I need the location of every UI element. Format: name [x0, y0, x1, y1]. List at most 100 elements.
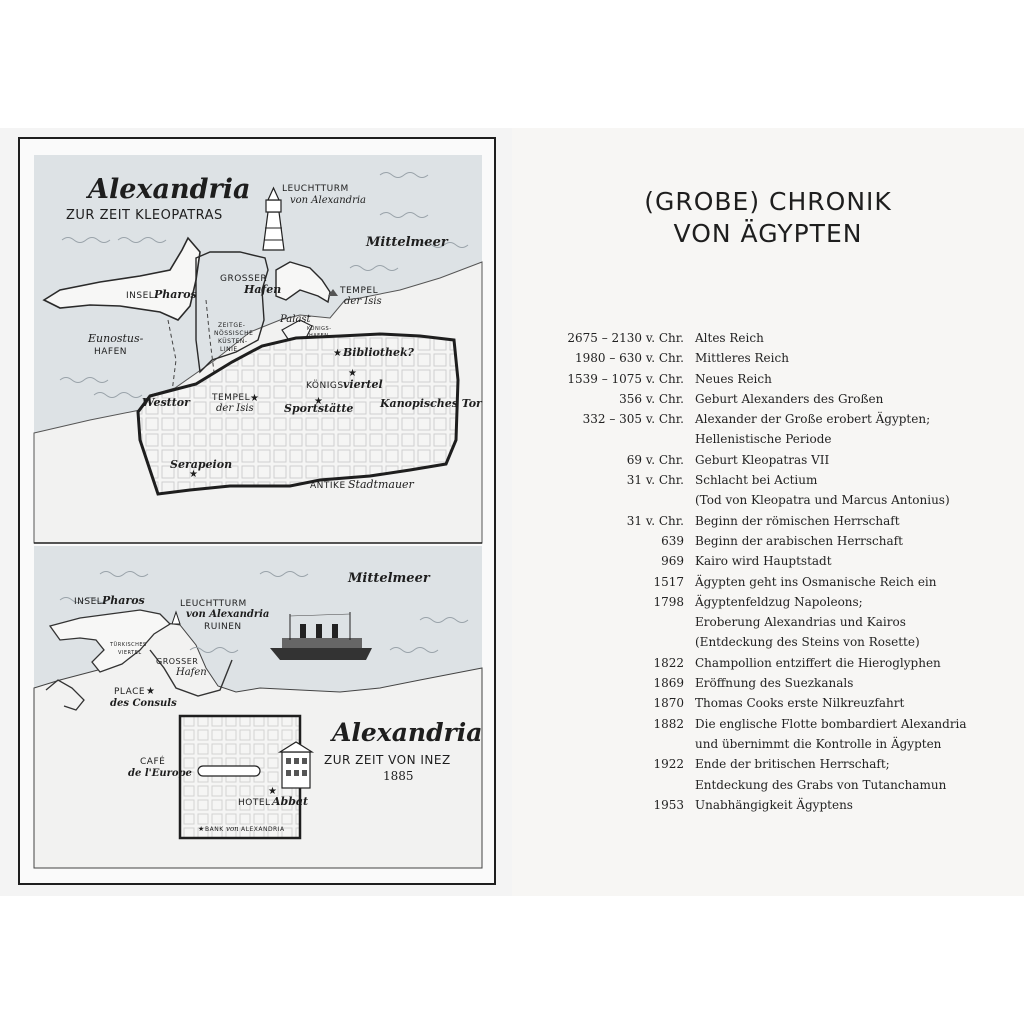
row-date: 1882	[653, 716, 684, 731]
row-date: 1798	[653, 594, 684, 609]
map1-westtor: Westtor	[142, 396, 191, 409]
map2-harbor-coast	[149, 649, 233, 697]
map2-title: Alexandria	[330, 718, 482, 747]
map1-lighthouse-icon	[262, 186, 285, 251]
row-date: 69 v. Chr.	[626, 452, 684, 467]
map1-star-koenigsviertel: ★	[348, 368, 357, 379]
map1-tempel-caps: TEMPEL	[339, 286, 378, 296]
chronicle-title: (GROBE) CHRONIK VON ÄGYPTEN	[512, 186, 1024, 250]
map1-isis2-script: der Isis	[216, 403, 254, 414]
map1-koenigshafen-2: HAFEN	[309, 333, 328, 339]
chronicle-row: 31 v. Chr.Beginn der römischen Herrschaf…	[560, 511, 960, 531]
row-date: 332 – 305 v. Chr.	[582, 412, 684, 427]
chronicle-row: 1869 Eröffnung des Suezkanals	[560, 673, 960, 693]
map1-kanopisches-tor: Kanopisches Tor	[379, 397, 483, 410]
map2-abbat-script: Abbat	[271, 795, 308, 808]
map2-lighthouse-ruins-icon	[171, 610, 181, 625]
map2-bank-caps-1: BANK	[205, 826, 224, 833]
map1-koenigsviertel-script: viertel	[343, 378, 383, 391]
map1-star-serapeion: ★	[189, 469, 198, 480]
map-inez: ★ ★	[33, 546, 483, 869]
row-event: Entdeckung des Grabs von Tutanchamun	[695, 777, 947, 792]
map1-eunostus-caps: HAFEN	[94, 347, 127, 357]
map2-hotel-caps: HOTEL	[238, 798, 271, 808]
map2-tuerkisches-2: VIERTEL	[118, 650, 142, 656]
map2-star-place: ★	[146, 686, 155, 697]
row-event: Ägypten geht ins Osmanische Reich ein	[695, 574, 937, 589]
chronicle-row: 1980 – 630 v. Chr.Mittleres Reich	[560, 348, 960, 368]
map1-hafen-script: Hafen	[243, 283, 281, 296]
map2-insel-script: Pharos	[101, 594, 145, 607]
map2-subtitle: ZUR ZEIT VON INEZ	[324, 753, 451, 767]
map1-insel-caps: INSEL	[126, 291, 154, 301]
map1-kuestenlinie-3: KÜSTEN-	[218, 338, 248, 345]
chronicle-row: 1517 Ägypten geht ins Osmanische Reich ei…	[560, 572, 960, 592]
right-page	[512, 128, 1024, 896]
map1-star-tempel: ★	[250, 393, 259, 404]
map2-europe-script: de l'Europe	[128, 768, 192, 779]
row-event: (Entdeckung des Steins von Rosette)	[695, 635, 920, 650]
row-event: Champollion entziffert die Hieroglyphen	[695, 655, 941, 670]
row-date: 31 v. Chr.	[626, 473, 684, 488]
chronicle-row: 1539 – 1075 v. Chr.Neues Reich	[560, 369, 960, 389]
row-date: 969	[661, 554, 684, 569]
map2-cafe-caps: CAFÉ	[140, 755, 165, 767]
row-event: Schlacht bei Actium	[695, 473, 818, 488]
hotel-building-icon	[277, 741, 315, 789]
map1-star-bibliothek: ★	[333, 348, 342, 359]
chronicle-row: (Entdeckung des Steins von Rosette)	[560, 632, 960, 652]
map1-isis-marker	[328, 289, 338, 296]
row-event: Alexander der Große erobert Ägypten;	[695, 412, 931, 427]
chronicle-title-line1: (GROBE) CHRONIK	[644, 187, 892, 216]
map2-leuchtturm-script: von Alexandria	[186, 609, 269, 620]
map2-place-caps: PLACE	[114, 687, 145, 697]
map1-palast: Palast	[279, 314, 312, 325]
row-event: Beginn der arabischen Herrschaft	[695, 533, 903, 548]
map2-ruinen: RUINEN	[204, 622, 242, 632]
row-event: Unabhängigkeit Ägyptens	[695, 797, 853, 812]
map1-stadtmauer-script: Stadtmauer	[348, 478, 415, 491]
map1-bibliothek: Bibliothek?	[342, 346, 415, 359]
map1-koenigshafen-1: KÖNIGS-	[307, 325, 332, 332]
chronicle-row: Eroberung Alexandrias und Kairos	[560, 612, 960, 632]
map2-hafen-script: Hafen	[175, 667, 207, 678]
map2-year: 1885	[383, 769, 414, 783]
row-event: Ägyptenfeldzug Napoleons;	[695, 594, 863, 609]
row-date: 356 v. Chr.	[619, 391, 684, 406]
row-event: (Tod von Kleopatra und Marcus Antonius)	[695, 493, 950, 508]
row-date: 1517	[653, 574, 684, 589]
chronicle-row: (Tod von Kleopatra und Marcus Antonius)	[560, 490, 960, 510]
chronicle-row: und übernimmt die Kontrolle in Ägypten	[560, 734, 960, 754]
map1-east-peninsula	[275, 261, 331, 304]
row-event: Mittleres Reich	[695, 351, 789, 366]
row-date: 1869	[653, 676, 684, 691]
row-event: Geburt Kleopatras VII	[695, 452, 830, 467]
row-event: Beginn der römischen Herrschaft	[695, 513, 900, 528]
map1-subtitle: ZUR ZEIT KLEOPATRAS	[66, 208, 223, 223]
chronicle-row: 1953 Unabhängigkeit Ägyptens	[560, 795, 960, 815]
map2-bank-star: ★	[198, 825, 204, 833]
row-event: Eröffnung des Suezkanals	[695, 676, 854, 691]
map1-serapeion: Serapeion	[170, 458, 232, 471]
row-event: Altes Reich	[695, 331, 764, 345]
map1-pharos-island	[42, 236, 201, 321]
map1-koenigsviertel-caps: KÖNIGS	[306, 380, 344, 391]
map2-leuchtturm-caps: LEUCHTTURM	[180, 599, 247, 609]
chronicle-row: 332 – 305 v. Chr. Alexander der Große ero…	[560, 409, 960, 429]
map2-place-oval	[197, 765, 261, 777]
map2-bank-caps-2: ALEXANDRIA	[241, 826, 285, 833]
map1-antike-caps: ANTIKE	[310, 481, 346, 491]
map2-bank-script: von	[226, 825, 239, 833]
map2-star-hotel: ★	[268, 786, 277, 797]
row-date: 1922	[653, 757, 684, 772]
map1-harbor-wall	[195, 251, 269, 374]
map1-leuchtturm-caps: LEUCHTTURM	[282, 184, 349, 194]
row-date: 639	[661, 533, 684, 548]
chronicle-row: 356 v. Chr.Geburt Alexanders des Großen	[560, 389, 960, 409]
row-event: Hellenistische Periode	[695, 432, 832, 447]
map1-mittelmeer: Mittelmeer	[365, 235, 449, 250]
row-date: 1953	[653, 797, 684, 812]
